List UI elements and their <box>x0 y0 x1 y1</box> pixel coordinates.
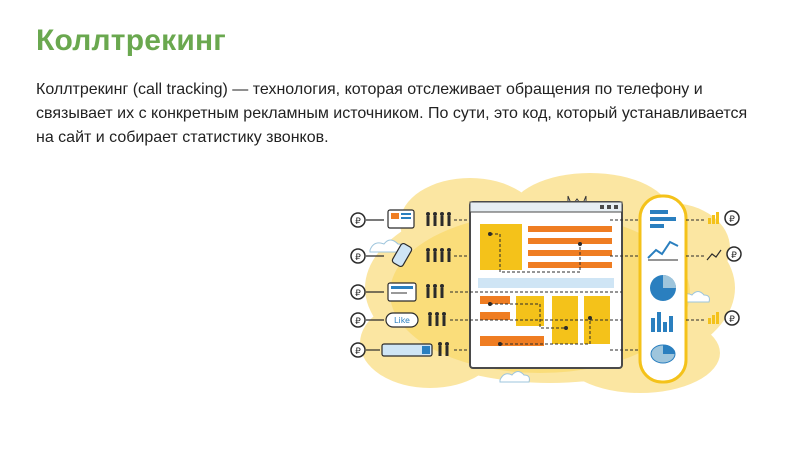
search-bar-icon <box>381 343 433 357</box>
ruble-icon: ₽ <box>350 248 366 264</box>
ruble-icon: ₽ <box>350 342 366 358</box>
ruble-icon: ₽ <box>350 212 366 228</box>
like-button-label: Like <box>394 316 410 325</box>
line-chart-ruble-icon: ₽ <box>706 246 742 262</box>
bar-list-icon <box>650 210 676 228</box>
source-rows: ₽ ₽ ₽ ₽ ₽ <box>350 209 470 358</box>
mobile-phone-icon <box>391 242 413 268</box>
svg-text:₽: ₽ <box>355 253 361 263</box>
ruble-icon: ₽ <box>350 284 366 300</box>
output-icons: ₽ ₽ ₽ <box>686 210 742 326</box>
people-icons <box>426 212 451 356</box>
bar-chart-icon <box>651 312 673 332</box>
svg-text:₽: ₽ <box>729 215 735 225</box>
slide-title: Коллтрекинг <box>36 24 226 57</box>
bar-growth-ruble-icon: ₽ <box>708 210 740 226</box>
analytics-panel <box>638 194 688 384</box>
bar-growth-ruble-icon: ₽ <box>708 310 740 326</box>
svg-text:₽: ₽ <box>729 315 735 325</box>
slide-body-text: Коллтрекинг (call tracking) — технология… <box>36 81 748 146</box>
svg-text:₽: ₽ <box>355 217 361 227</box>
pie-chart-icon <box>650 275 676 301</box>
email-icon <box>387 282 417 302</box>
vk-like-icon: Like <box>385 312 419 328</box>
display-ad-icon <box>387 209 415 229</box>
svg-text:₽: ₽ <box>355 317 361 327</box>
call-tracking-illustration: ₽ ₽ ₽ ₽ ₽ <box>350 173 742 393</box>
pie-3d-icon <box>650 344 676 364</box>
svg-text:₽: ₽ <box>355 347 361 357</box>
website-window <box>469 201 640 369</box>
ruble-icon: ₽ <box>350 312 366 328</box>
svg-text:₽: ₽ <box>355 289 361 299</box>
svg-text:₽: ₽ <box>731 251 737 261</box>
line-chart-icon <box>647 240 679 261</box>
